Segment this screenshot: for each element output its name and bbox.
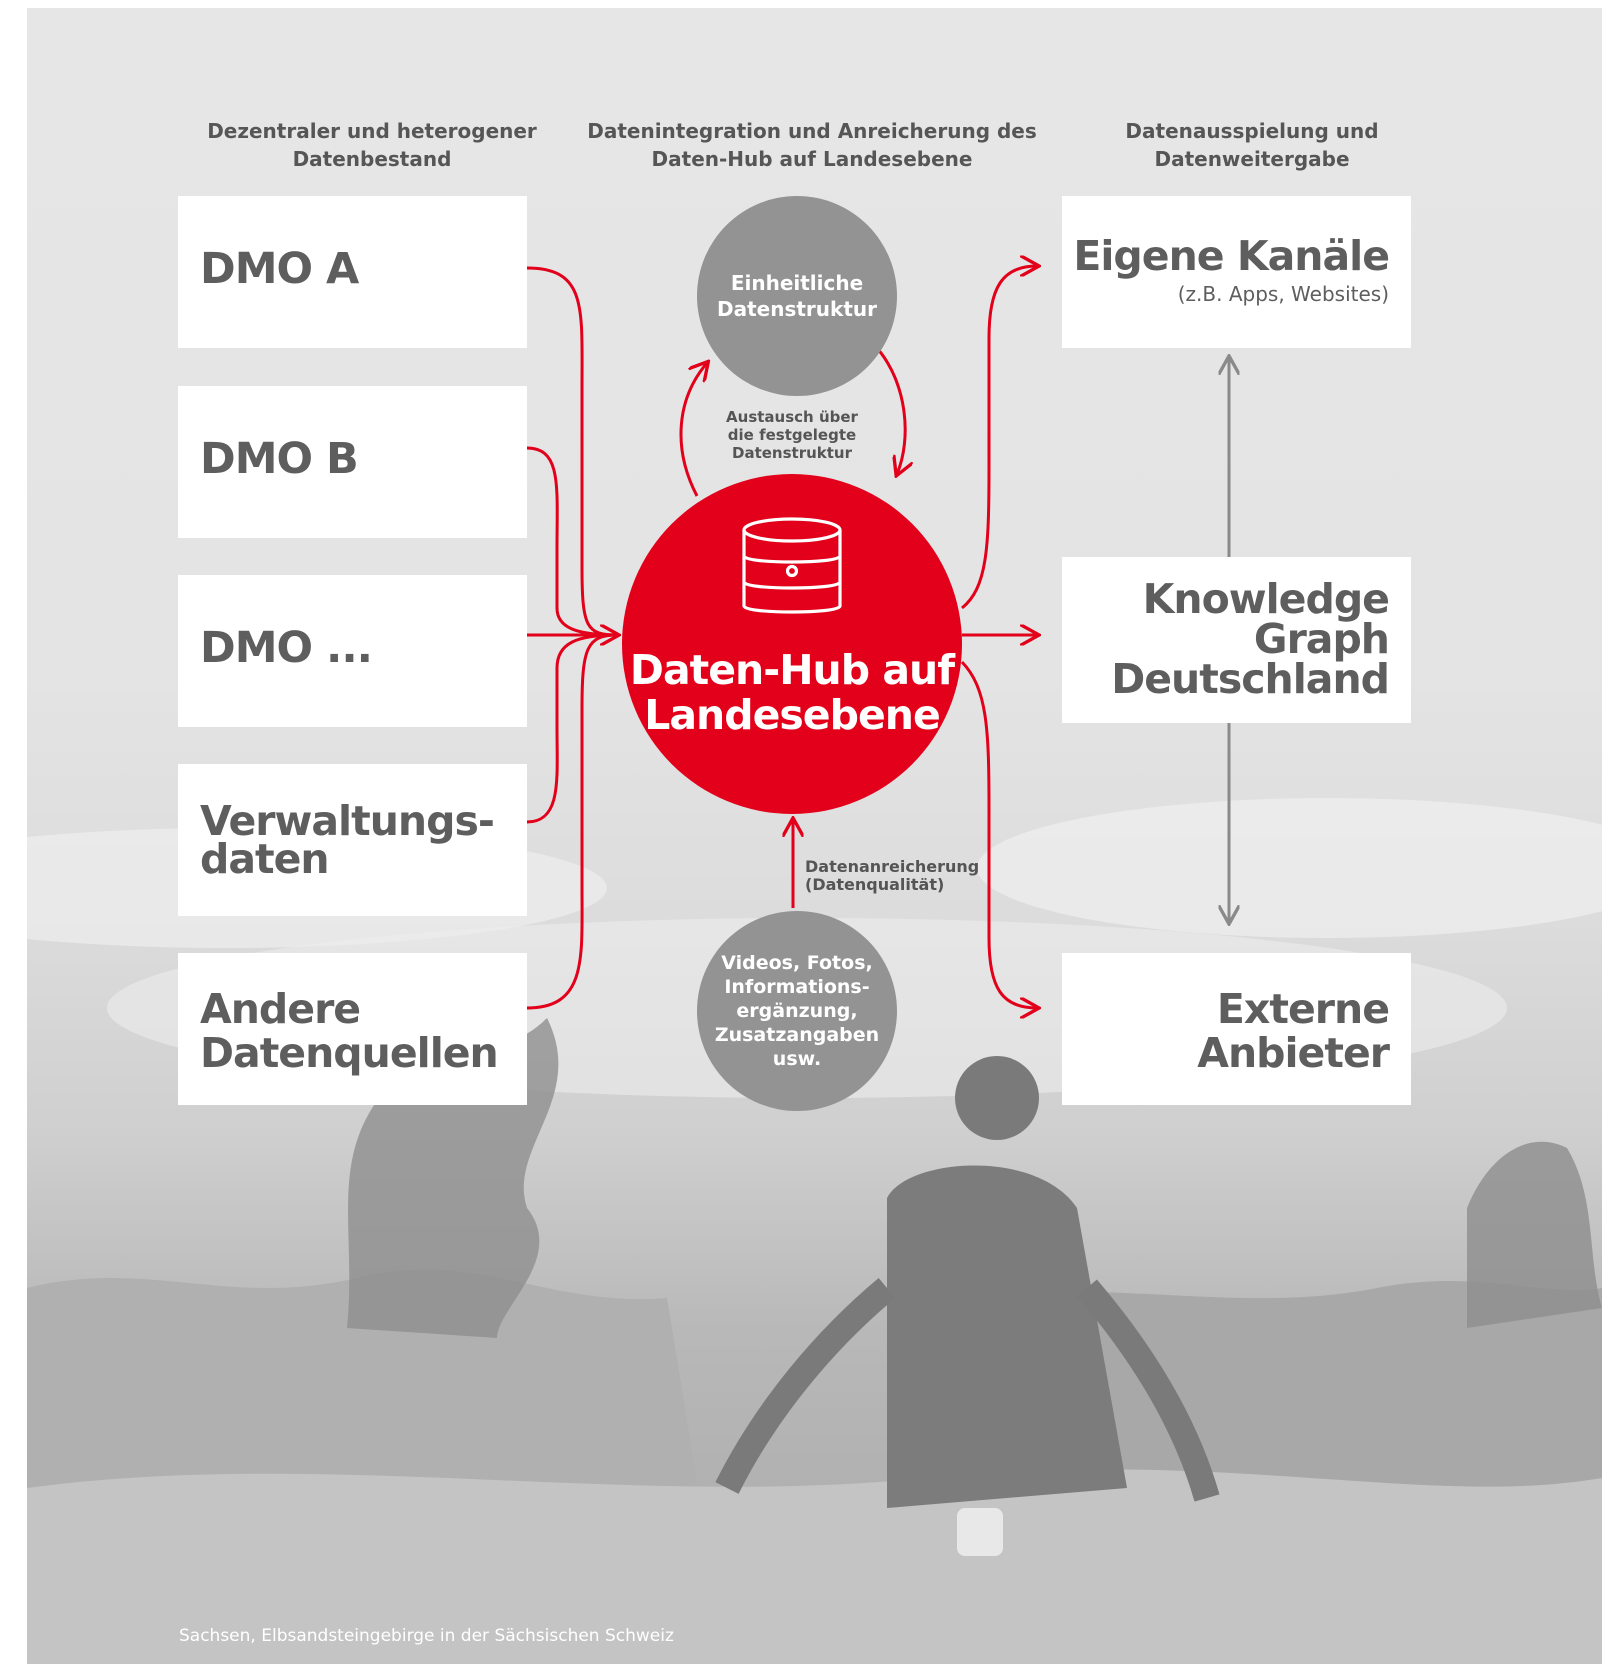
exchange-note-line: Austausch über [726, 408, 858, 426]
exchange-arrow-up [679, 363, 707, 497]
output-title: Eigene Kanäle [1073, 232, 1390, 280]
enrichment-note-line: Datenanreicherung [805, 857, 980, 876]
photo-caption: Sachsen, Elbsandsteingebirge in der Säch… [179, 1626, 674, 1646]
enrichment-circle-line: ergänzung, [736, 1000, 858, 1022]
hub-title-line: Landesebene [644, 691, 941, 739]
structure-circle-line: Einheitliche [730, 271, 864, 295]
right-column-heading: Datenausspielung und Datenweitergabe [1125, 119, 1379, 171]
enrichment-circle-line: usw. [772, 1048, 822, 1070]
source-box-andere-datenquellen: Andere Datenquellen [178, 953, 527, 1105]
source-label: DMO ... [200, 623, 373, 673]
connector-verwaltungsdaten [526, 633, 618, 824]
connector-dmo-b [526, 446, 618, 637]
hub-title-line: Daten-Hub auf [629, 646, 955, 694]
source-label-line: Andere [200, 985, 361, 1033]
source-label: DMO B [200, 434, 359, 484]
output-title-line: Anbieter [1197, 1029, 1390, 1077]
connector-to-external [960, 660, 1037, 1008]
output-title: Externe Anbieter [1197, 985, 1390, 1077]
enrichment-circle: Videos, Fotos, Informations- ergänzung, … [697, 911, 897, 1111]
source-box-dmo-a: DMO A [178, 196, 527, 348]
output-title-line: Knowledge [1142, 575, 1390, 623]
output-title-line: Externe [1216, 985, 1390, 1033]
left-column-heading: Dezentraler und heterogener Datenbestand [207, 119, 537, 171]
source-box-dmo-etc: DMO ... [178, 575, 527, 727]
center-column-heading: Datenintegration und Anreicherung des Da… [587, 119, 1037, 171]
source-label: Andere Datenquellen [200, 985, 499, 1077]
source-label: Verwaltungs- daten [200, 797, 495, 883]
source-label-line: Verwaltungs- [200, 797, 495, 845]
enrichment-note: Datenanreicherung (Datenqualität) [805, 858, 979, 894]
data-hub-circle: Daten-Hub auf Landesebene [622, 474, 962, 814]
connector-andere-datenquellen [526, 633, 618, 1010]
structure-circle: Einheitliche Datenstruktur [697, 196, 897, 396]
output-title-line: Deutschland [1111, 655, 1390, 703]
connector-arrows [526, 8, 1602, 1664]
output-box-external: Externe Anbieter [1062, 953, 1411, 1105]
source-label-line: Datenquellen [200, 1029, 499, 1077]
source-label: DMO A [200, 244, 359, 294]
enrichment-circle-line: Videos, Fotos, [721, 952, 873, 974]
enrichment-circle-line: Informations- [724, 976, 870, 998]
exchange-note: Austausch über die festgelegte Datenstru… [707, 408, 877, 462]
source-box-dmo-b: DMO B [178, 386, 527, 538]
output-box-own-channels: Eigene Kanäle (z.B. Apps, Websites) [1062, 196, 1411, 348]
exchange-arrow-down [875, 347, 905, 474]
database-icon [742, 517, 842, 614]
connector-to-own-channels [961, 266, 1037, 610]
structure-circle-line: Datenstruktur [717, 297, 877, 321]
enrichment-circle-line: Zusatzangaben [714, 1024, 880, 1046]
diagram-page: Dezentraler und heterogener Datenbestand… [27, 8, 1602, 1664]
exchange-note-line: Datenstruktur [732, 444, 852, 462]
output-title: Knowledge Graph Deutschland [1111, 575, 1390, 703]
source-box-verwaltungsdaten: Verwaltungs- daten [178, 764, 527, 916]
enrichment-note-line: (Datenqualität) [805, 875, 945, 894]
connector-dmo-a [526, 266, 618, 637]
output-title-line: Graph [1253, 615, 1390, 663]
exchange-note-line: die festgelegte [727, 426, 857, 444]
output-subtitle: (z.B. Apps, Websites) [1177, 282, 1389, 306]
hub-title: Daten-Hub auf Landesebene [622, 648, 962, 738]
output-box-knowledge-graph: Knowledge Graph Deutschland [1062, 557, 1411, 723]
source-label-line: daten [200, 835, 330, 883]
